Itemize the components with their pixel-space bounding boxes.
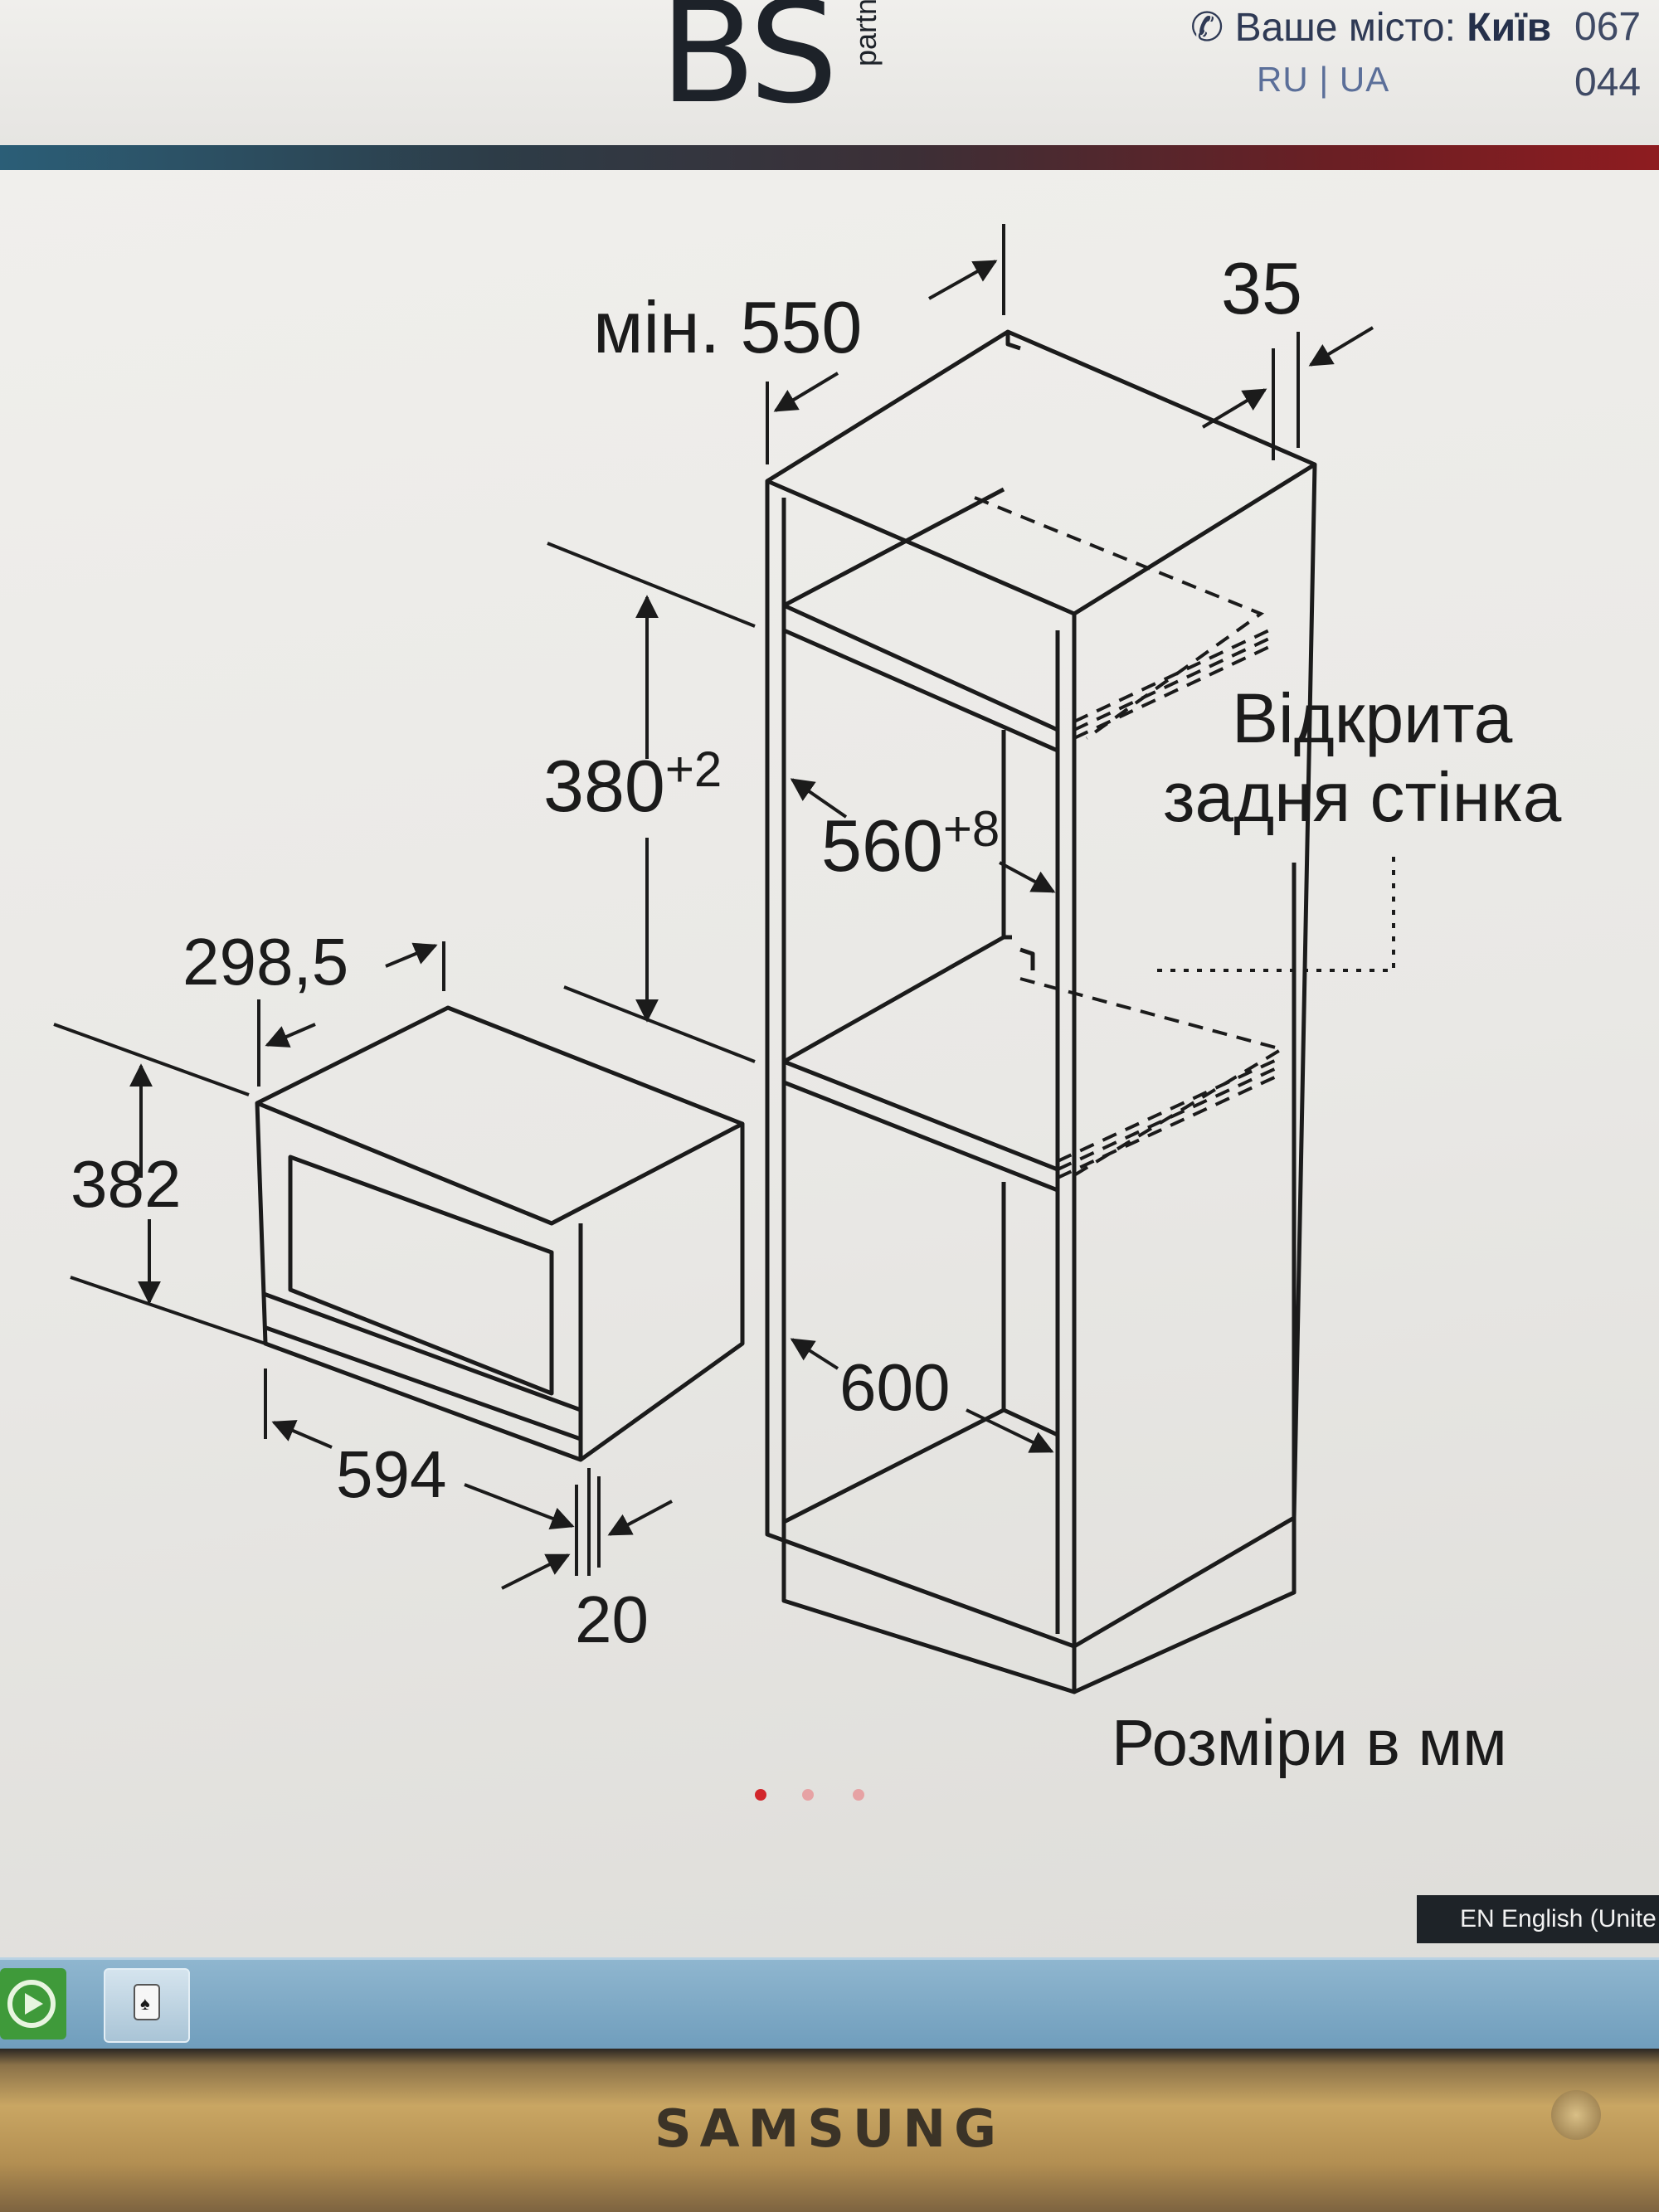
language-switch[interactable]: RU | UA <box>1257 60 1390 99</box>
language-indicator[interactable]: EN English (Unite <box>1417 1895 1659 1943</box>
dim-front-thickness: 20 <box>575 1582 649 1656</box>
dim-niche-height: 380+2 <box>543 741 722 827</box>
refresh-icon[interactable] <box>0 1968 66 2039</box>
appliance-outline <box>255 1005 745 1226</box>
dim-appliance-height: 382 <box>71 1147 181 1221</box>
dim-min-depth: мін. 550 <box>593 286 862 368</box>
dim-niche-height-tol: +2 <box>665 741 722 797</box>
city-selector[interactable]: ✆ Ваше місто: Київ <box>1190 4 1551 51</box>
site-header: BS partner ✆ Ваше місто: Київ RU | UA 06… <box>0 0 1659 145</box>
phone-number-2[interactable]: 044 <box>1574 61 1642 105</box>
phone-number-1[interactable]: 067 <box>1574 5 1642 49</box>
screen: BS partner ✆ Ваше місто: Київ RU | UA 06… <box>0 0 1659 2049</box>
dim-cabinet-width: 600 <box>839 1350 950 1424</box>
installation-diagram: мін. 550 35 380+2 560+8 Відкрита задня с… <box>53 224 1562 1779</box>
taskbar: ♠ <box>0 1957 1659 2049</box>
monitor-bezel <box>0 2049 1659 2212</box>
phone-icon: ✆ <box>1190 6 1224 50</box>
city-value: Київ <box>1467 6 1552 50</box>
logo-text: BS <box>659 0 839 135</box>
monitor-brand: SAMSUNG <box>654 2098 1005 2159</box>
carousel-dot-3[interactable] <box>853 1789 864 1801</box>
brand-stripe <box>0 145 1659 170</box>
dim-niche-width-tol: +8 <box>943 801 1000 857</box>
dim-niche-width-value: 560 <box>821 805 943 887</box>
dim-appliance-width: 594 <box>336 1437 446 1511</box>
city-label: Ваше місто: <box>1234 6 1456 50</box>
units-note: Розміри в мм <box>1112 1706 1507 1779</box>
open-back-label-1: Відкрита <box>1232 679 1513 757</box>
dim-niche-height-value: 380 <box>543 745 665 827</box>
dim-appliance-depth: 298,5 <box>182 925 348 999</box>
dim-gap: 35 <box>1221 247 1302 329</box>
power-button-icon[interactable] <box>1551 2090 1601 2140</box>
cards-icon[interactable]: ♠ <box>104 1968 190 2043</box>
carousel-dot-2[interactable] <box>802 1789 814 1801</box>
svg-text:♠: ♠ <box>140 1993 150 2014</box>
carousel-dot-1[interactable] <box>755 1789 766 1801</box>
open-back-label-2: задня стінка <box>1163 758 1562 836</box>
dim-niche-width: 560+8 <box>821 801 1000 887</box>
